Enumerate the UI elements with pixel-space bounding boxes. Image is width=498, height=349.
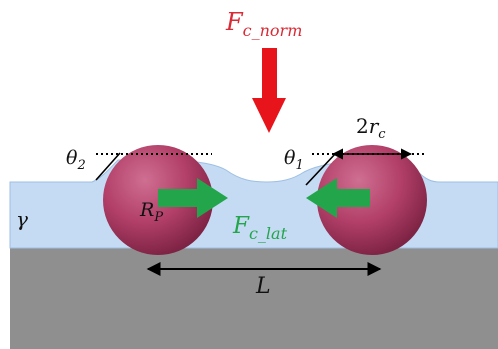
left-contact-tangent <box>95 152 121 181</box>
contact-angle-right-label: θ1 <box>284 147 304 173</box>
right-contact-tangent <box>305 152 337 186</box>
right-particle <box>317 145 427 255</box>
contact-diameter-label: 2rc <box>356 114 386 142</box>
lateral-force-label: Fc_lat <box>232 213 288 243</box>
lateral-force-arrow-left <box>158 178 228 218</box>
separation-label: L <box>255 274 271 299</box>
substrate <box>10 248 498 349</box>
surface-tension-label: γ <box>16 207 28 231</box>
lateral-force-arrow-right <box>306 178 370 218</box>
particle-radius-label: RP <box>139 199 163 225</box>
normal-force-arrow <box>252 48 286 133</box>
contact-angle-left-label: θ2 <box>66 147 86 173</box>
normal-force-label: Fc_norm <box>225 8 302 40</box>
